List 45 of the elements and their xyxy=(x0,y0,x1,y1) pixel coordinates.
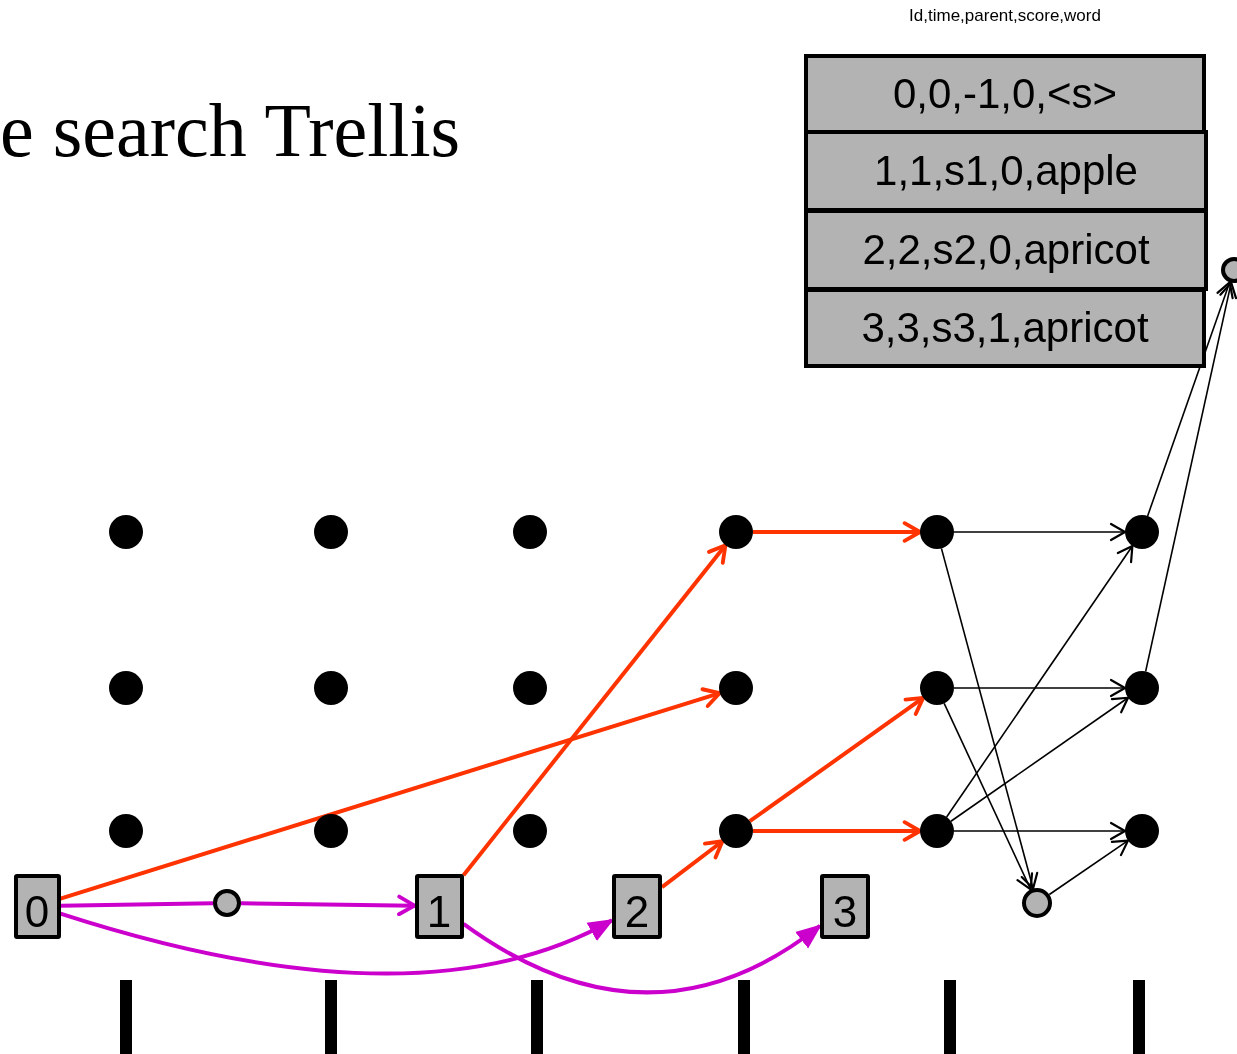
trellis-dot xyxy=(1125,671,1159,705)
state-box: 0 xyxy=(13,873,61,939)
state-circle xyxy=(213,889,241,917)
state-box: 3 xyxy=(820,873,870,939)
arrow xyxy=(950,696,1130,823)
arrow xyxy=(1048,839,1130,896)
state-circle xyxy=(1022,888,1052,918)
table-row: 1,1,s1,0,apple xyxy=(804,130,1208,212)
table-header: Id,time,parent,score,word xyxy=(908,6,1102,26)
state-box: 1 xyxy=(414,873,464,939)
arrow xyxy=(748,695,926,823)
arrow xyxy=(953,522,1127,542)
trellis-dot xyxy=(719,671,753,705)
trellis-dot xyxy=(513,814,547,848)
arrow xyxy=(943,702,1034,891)
title: e search Trellis xyxy=(0,92,461,168)
trellis-dot xyxy=(1125,814,1159,848)
trellis-dot xyxy=(719,515,753,549)
trellis-dot xyxy=(109,814,143,848)
arrow xyxy=(461,543,728,877)
arrow xyxy=(953,821,1127,841)
trellis-dot xyxy=(314,671,348,705)
arrow xyxy=(753,521,922,543)
arrow xyxy=(1146,281,1234,517)
table-row: 2,2,s2,0,apricot xyxy=(804,209,1208,291)
state-box: 2 xyxy=(612,873,662,939)
trellis-dot xyxy=(513,671,547,705)
arrow xyxy=(753,820,922,842)
arrow xyxy=(953,678,1127,698)
arrow xyxy=(940,547,1039,890)
trellis-dot xyxy=(314,814,348,848)
arrow xyxy=(1144,281,1237,673)
trellis-dot xyxy=(314,515,348,549)
trellis-dot xyxy=(109,515,143,549)
arrow xyxy=(59,687,722,901)
arrow xyxy=(945,544,1134,818)
trellis-dot xyxy=(1125,515,1159,549)
trellis-dot xyxy=(920,515,954,549)
trellis-dot xyxy=(513,515,547,549)
table-row: 3,3,s3,1,apricot xyxy=(804,288,1206,368)
trellis-dot xyxy=(920,814,954,848)
arrow xyxy=(660,839,725,889)
trellis-dot xyxy=(109,671,143,705)
trellis-dot xyxy=(920,671,954,705)
trellis-dot xyxy=(719,814,753,848)
